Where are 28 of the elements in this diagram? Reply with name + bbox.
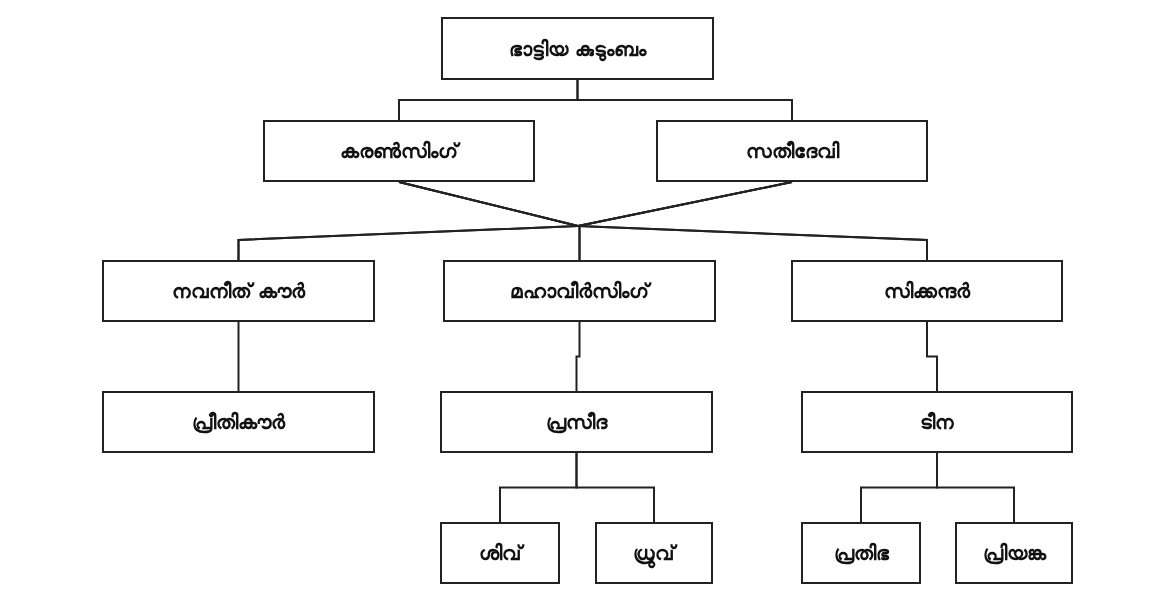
person-name: പ്രതിഭ <box>833 541 889 565</box>
name-box <box>595 522 713 584</box>
name-box <box>443 260 716 322</box>
person-name: സതീദേവി <box>745 139 839 163</box>
name-box <box>440 522 560 584</box>
connector-line <box>237 321 240 392</box>
connector-line <box>936 452 1015 523</box>
name-box <box>801 522 921 584</box>
connector-line <box>576 79 793 121</box>
name-box <box>441 17 714 80</box>
person-name: പ്രസീദ <box>546 410 607 434</box>
name-box <box>263 120 535 182</box>
name-box <box>102 260 375 322</box>
connector-line <box>575 452 655 523</box>
connector-line <box>926 321 938 392</box>
name-box <box>791 260 1063 322</box>
person-name: ഭാട്ടിയ കുടുംബം <box>509 36 646 61</box>
person-name: നവനീത് കൗർ <box>171 279 306 303</box>
person-name: പ്രിയങ്ക <box>982 541 1046 565</box>
name-box <box>656 120 928 182</box>
person-name: സിക്കന്ദർ <box>884 279 970 303</box>
person-name: പ്രീതികൗർ <box>192 410 285 434</box>
name-box <box>440 391 713 453</box>
connector-line <box>575 321 581 392</box>
person-name: ടീന <box>920 410 954 434</box>
name-box <box>102 391 375 453</box>
name-box <box>955 522 1073 584</box>
name-box <box>801 391 1073 453</box>
